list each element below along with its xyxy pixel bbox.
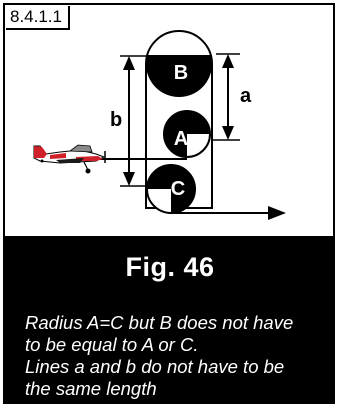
label-C: C bbox=[171, 178, 185, 200]
label-A: A bbox=[174, 128, 188, 150]
dimension-b bbox=[120, 55, 146, 187]
caption-line: to be equal to A or C. bbox=[25, 334, 199, 355]
loop-B bbox=[145, 30, 213, 209]
label-a: a bbox=[240, 85, 252, 107]
caption-line: Lines a and b do not have to be bbox=[25, 356, 285, 377]
figure-id: 8.4.1.1 bbox=[6, 6, 70, 30]
caption-panel: Fig. 46 Radius A=C but B does not have t… bbox=[5, 236, 335, 404]
figure-title: Fig. 46 bbox=[125, 252, 215, 282]
label-B: B bbox=[174, 62, 188, 84]
loop-B-fill bbox=[146, 56, 212, 97]
loop-A bbox=[163, 110, 211, 158]
caption-line: Radius A=C but B does not have bbox=[25, 312, 294, 333]
label-b: b bbox=[110, 109, 122, 131]
aircraft-icon bbox=[33, 144, 106, 174]
caption-line: the same length bbox=[25, 378, 157, 399]
dimension-a bbox=[212, 53, 240, 141]
loop-C bbox=[146, 164, 196, 214]
exit-arrowhead bbox=[268, 206, 286, 220]
